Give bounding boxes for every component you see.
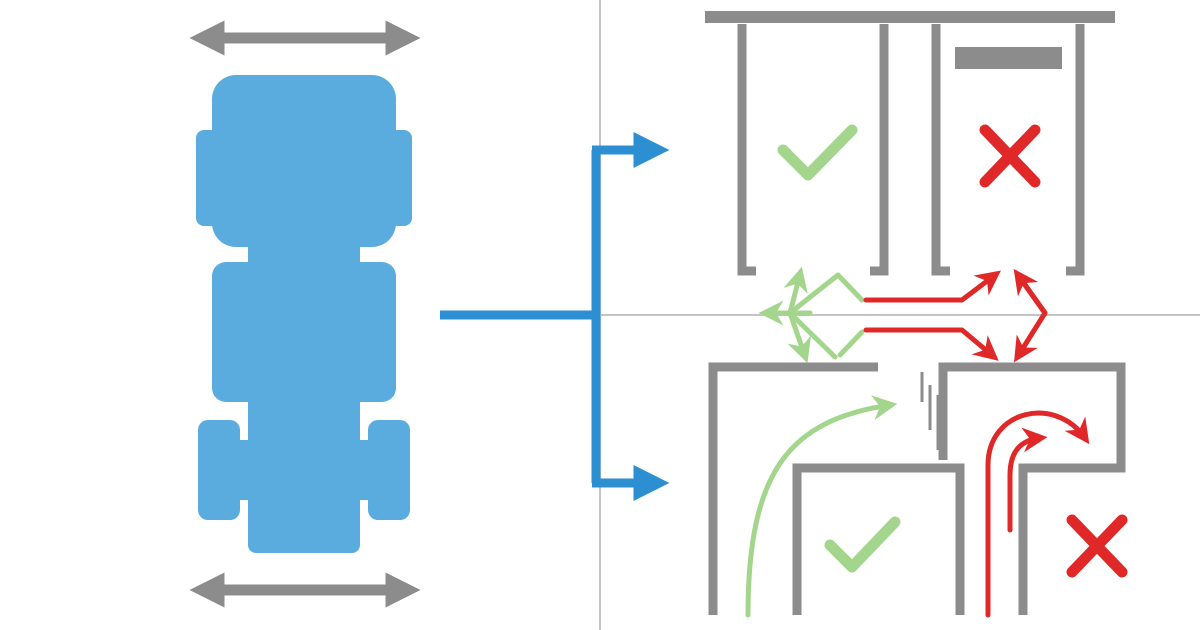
corner-right-block — [938, 362, 1126, 615]
forbidden-arrow-lower-icon — [863, 327, 999, 361]
truck-rear-frame — [248, 395, 360, 553]
truck-cab — [212, 75, 396, 247]
truck-mirror-right — [388, 130, 412, 226]
parallel-bays-scenario — [705, 11, 1115, 276]
truck-axle-right — [356, 440, 372, 500]
checkmark-icon — [777, 124, 858, 181]
bay-right-walls — [931, 24, 1085, 276]
corner-outer-wall — [708, 362, 878, 615]
truck-top-view-icon — [196, 75, 412, 553]
bay-left-walls — [737, 24, 889, 276]
allowed-turn-path-icon — [745, 395, 898, 618]
truck-wheel-right — [368, 420, 410, 520]
truck-wheel-left — [198, 420, 240, 520]
scenario-connector — [440, 132, 670, 501]
forbidden-turn-outer-icon — [985, 410, 1090, 618]
bay-blocked-sign — [955, 47, 1062, 69]
x-mark-icon — [979, 124, 1041, 188]
allowed-corner-checkmark-icon — [824, 516, 901, 573]
forbidden-turn-paths — [985, 410, 1090, 618]
allowed-maneuver-arrows — [758, 266, 865, 364]
corner-inner-block — [792, 463, 965, 615]
corner-turn-scenario — [708, 362, 1126, 615]
forbidden-maneuver-arrows — [863, 268, 1048, 363]
truck-mirror-left — [196, 130, 220, 226]
forbidden-turn-inner-icon — [1007, 427, 1048, 533]
forbidden-arrow-upper-icon — [863, 270, 1001, 303]
forbidden-diamond-back-icon — [1013, 268, 1048, 316]
corner-gate-posts — [920, 372, 940, 450]
truck-body — [212, 262, 396, 402]
forbidden-corner-x-mark-icon — [1066, 514, 1128, 578]
truck-axle-left — [236, 440, 252, 500]
allowed-entry-strokes — [835, 272, 865, 358]
